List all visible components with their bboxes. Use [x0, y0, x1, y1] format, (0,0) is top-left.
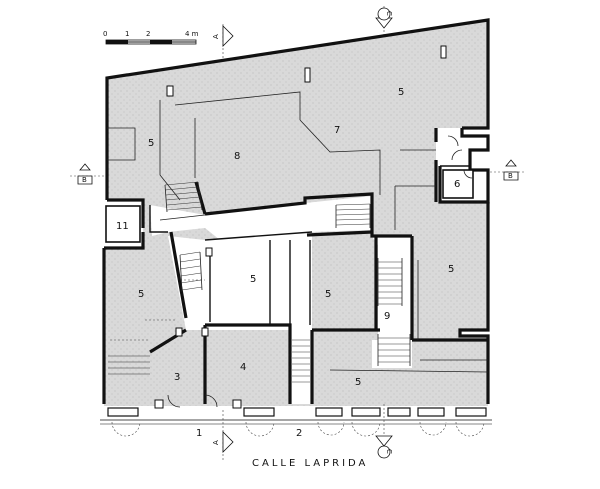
street-name: CALLE LAPRIDA — [252, 458, 368, 469]
stair-bottom-left — [108, 355, 150, 375]
room-label-11: 11 — [116, 221, 129, 232]
graphic-scale: 0 1 2 4 m — [103, 30, 199, 45]
section-marker-b-right: B — [490, 159, 524, 181]
section-marker-c-bottom: C — [375, 404, 393, 459]
door-swings — [167, 135, 473, 408]
room-label-9: 9 — [384, 311, 390, 322]
section-label-a-bottom: A — [212, 440, 220, 445]
room-label-3: 3 — [174, 372, 180, 383]
facade-window-swings — [111, 421, 485, 437]
scale-tick-2: 2 — [146, 30, 150, 38]
room-label-8: 8 — [234, 151, 240, 162]
room-label-5-bottom-right: 5 — [355, 377, 361, 388]
section-marker-a-bottom: A — [212, 410, 234, 460]
room-label-2: 2 — [296, 428, 302, 439]
section-marker-b-left: B — [70, 163, 108, 185]
stair-center-left — [179, 251, 203, 293]
scale-tick-4: 4 m — [185, 30, 199, 38]
columns — [154, 45, 447, 409]
interior-details — [107, 91, 489, 373]
stair-top-right — [335, 203, 371, 228]
street-facade — [100, 407, 492, 437]
room-label-6: 6 — [454, 179, 460, 190]
stair-9 — [377, 258, 411, 366]
interior-walls — [149, 165, 488, 404]
room-label-5-top-right: 5 — [398, 87, 404, 98]
room-label-5-center: 5 — [250, 274, 256, 285]
room-label-5-left: 5 — [138, 289, 144, 300]
building-footprint — [104, 20, 488, 406]
room-label-5-center-right: 5 — [325, 289, 331, 300]
section-label-c-top: C — [385, 11, 393, 16]
room-label-1: 1 — [196, 428, 202, 439]
room-11 — [105, 205, 141, 243]
scale-tick-1: 1 — [125, 30, 129, 38]
exterior-walls — [102, 18, 490, 404]
section-label-b-left: B — [82, 176, 87, 184]
scale-tick-0: 0 — [103, 30, 107, 38]
section-label-a-top: A — [212, 34, 220, 39]
stair-bottom-center — [292, 339, 310, 383]
room-label-7: 7 — [334, 125, 340, 136]
room-label-5-top-left: 5 — [148, 138, 154, 149]
room-labels: 5 7 5 8 6 11 5 5 5 9 5 3 4 5 1 2 — [116, 87, 460, 439]
room-6 — [442, 169, 474, 199]
stairs — [108, 181, 411, 383]
stair-top-left — [164, 181, 203, 213]
facade-windows — [107, 407, 487, 417]
room-label-4: 4 — [240, 362, 246, 373]
section-label-c-bottom: C — [385, 449, 393, 454]
room-label-5-right: 5 — [448, 264, 454, 275]
section-label-b-right: B — [508, 172, 513, 180]
section-marker-a-top: A — [212, 24, 234, 70]
